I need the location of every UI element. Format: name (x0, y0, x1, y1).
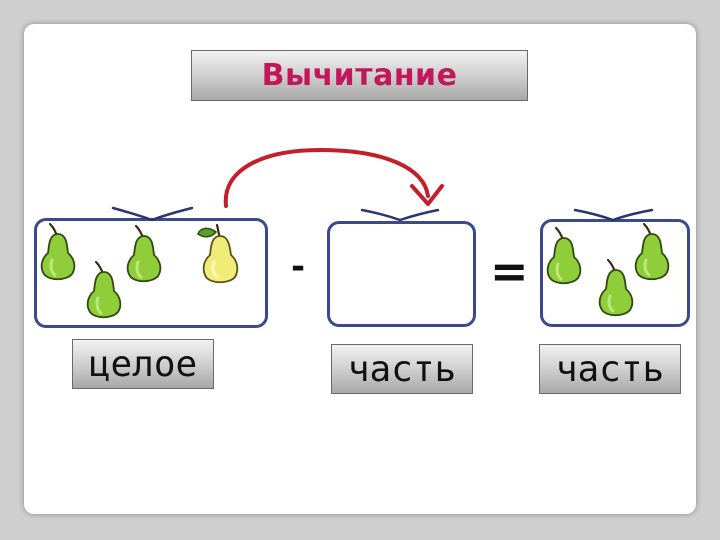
brace-icon (360, 208, 440, 222)
equals-sign: = (490, 244, 529, 298)
label-part2: часть (539, 344, 681, 394)
curved-arrow-icon (223, 147, 444, 208)
label-part1: часть (331, 344, 473, 394)
brace-icon (111, 206, 194, 222)
label-part2-text: часть (555, 348, 665, 390)
label-part1-text: часть (347, 348, 457, 390)
page-title: Вычитание (261, 58, 458, 93)
minus-sign: - (291, 247, 306, 287)
brace-icon (573, 208, 654, 222)
label-whole-text: целое (88, 343, 198, 385)
title-box: Вычитание (191, 50, 528, 101)
label-whole: целое (72, 339, 214, 389)
part1-box (327, 221, 476, 327)
